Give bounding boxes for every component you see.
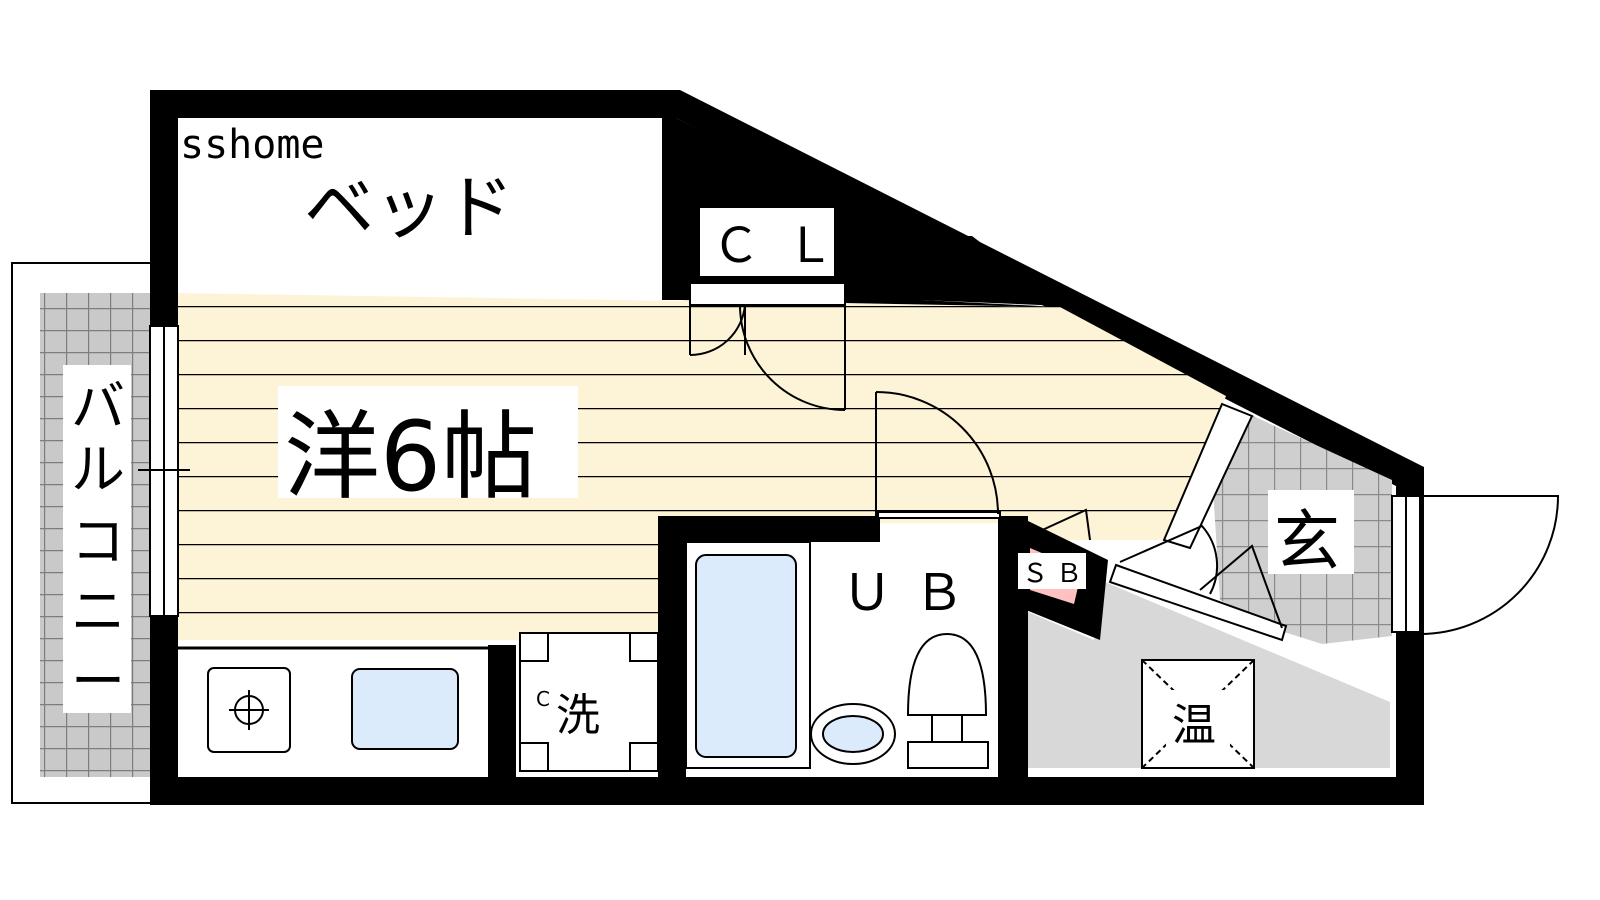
washer-prefix: C [536,687,550,711]
bath-door [875,391,1001,519]
western-room-floor [178,293,1226,640]
sink [351,668,459,750]
toilet [906,632,989,769]
shoe-box-label: ＳＢ [1022,559,1090,589]
water-heater: 温 [1141,659,1255,769]
front-door [1391,495,1560,635]
balcony: バ ル コ ニ ー [11,262,163,804]
shoe-box: ＳＢ [1018,508,1108,640]
closet: ＣＬ [662,118,1064,307]
bathtub [695,554,797,758]
entrance: 玄 [1210,410,1392,644]
western-room-label-box [278,386,578,498]
closet-label: ＣＬ [712,218,860,274]
entry-partition [1108,402,1288,642]
bed-area [178,118,664,292]
unit-bath-label: ＵＢ [842,564,986,622]
kitchen [178,640,516,777]
unit-bath: ＵＢ [685,541,998,769]
balcony-char-3: コ [71,510,125,573]
water-heater-label: 温 [1172,700,1216,751]
brand-watermark: sshome [180,122,325,168]
balcony-label-box [63,365,131,713]
balcony-char-5: ー [71,650,125,713]
balcony-char-4: ニ [71,580,125,643]
washer-area: C 洗 [519,632,659,772]
washer-label: 洗 [556,690,600,741]
balcony-char-2: ル [71,438,125,501]
western-room-label: 洋6帖 [284,401,537,513]
bed-label: ベッド [304,167,514,249]
balcony-char-1: バ [71,375,125,438]
entrance-label: 玄 [1274,503,1340,580]
washbasin [810,703,896,765]
balcony-window [138,325,190,617]
closet-doors [689,282,846,411]
